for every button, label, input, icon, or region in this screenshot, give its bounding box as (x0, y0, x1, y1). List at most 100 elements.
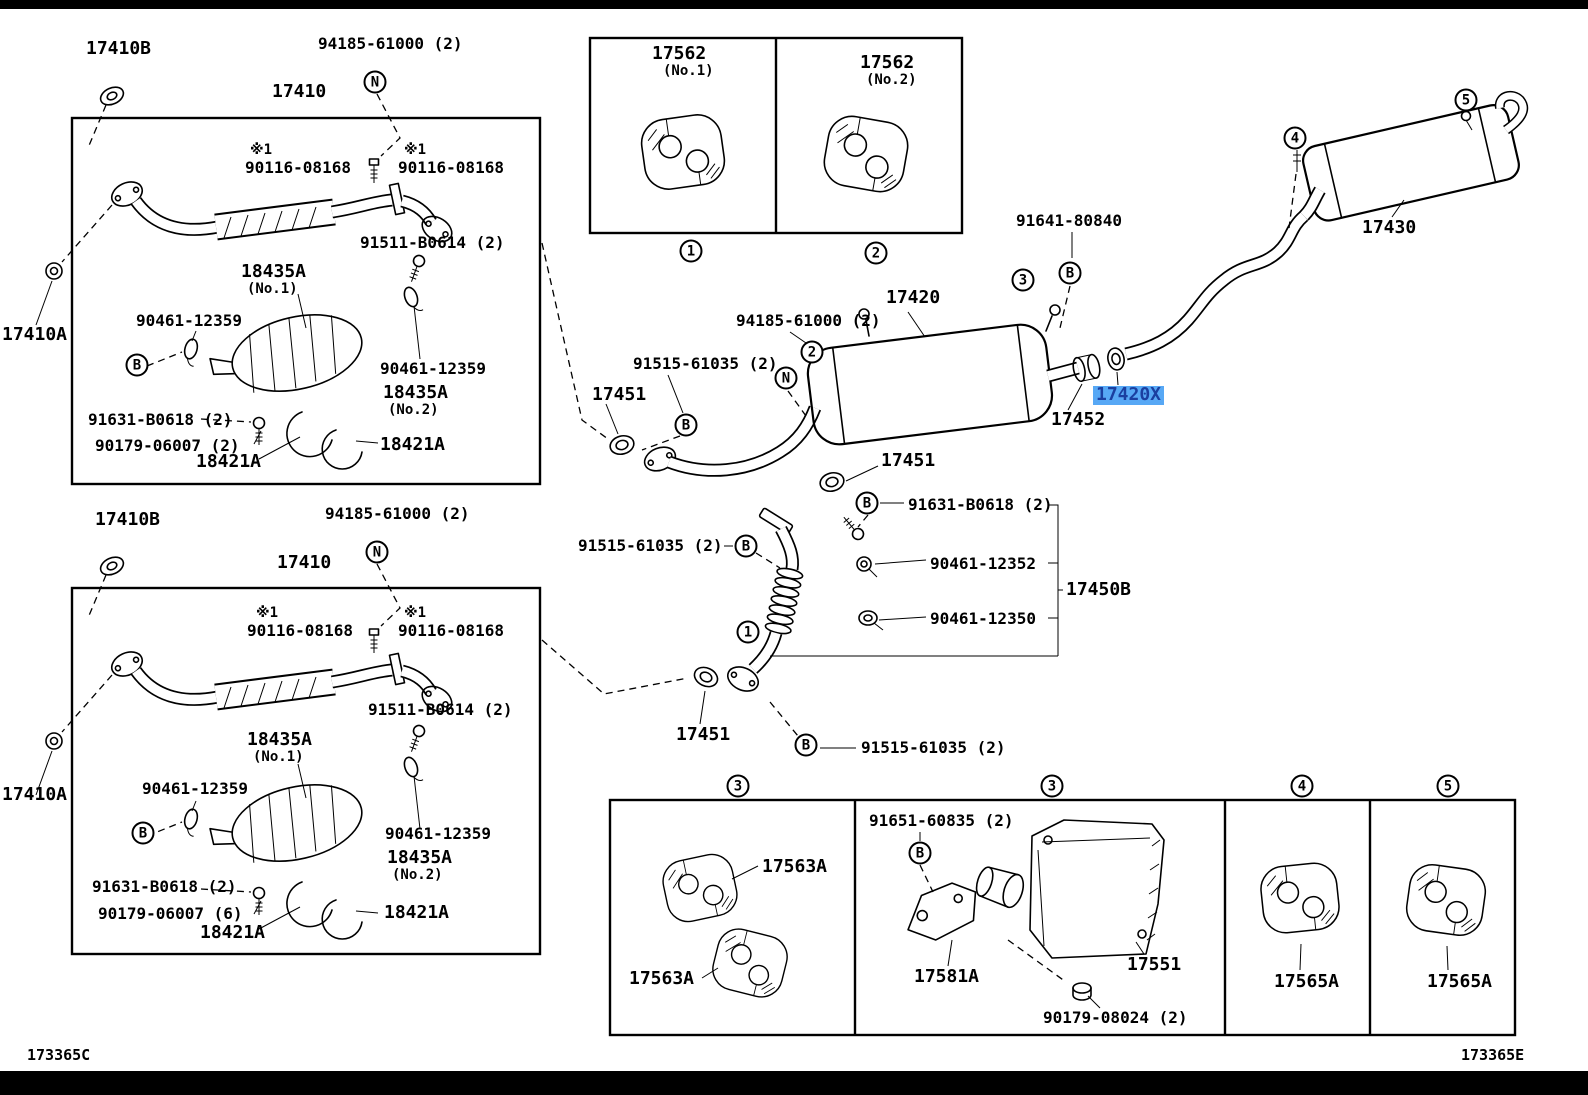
callout-letter-B: B (794, 733, 818, 757)
muffler-17430 (1302, 104, 1520, 222)
part-label-no-2: (No.2) (866, 72, 917, 88)
flex-bellows (764, 567, 804, 635)
part-label-91631-b0618-2: 91631-B0618 (2) (92, 877, 237, 896)
center-muffler-assembly (605, 232, 1125, 495)
callout-number-4: 4 (1283, 126, 1307, 150)
gasket-17451-bottom (690, 662, 722, 692)
part-label-17410a: 17410A (2, 324, 68, 345)
bottom-black-bar (0, 1071, 1588, 1095)
part-label-17410b: 17410B (95, 509, 161, 530)
part-label-17420: 17420 (886, 287, 941, 308)
callout-letter-B: B (908, 841, 932, 865)
part-label-1: ※1 (250, 142, 273, 158)
callout-number-4: 4 (1290, 774, 1314, 798)
part-label-17565a: 17565A (1427, 971, 1493, 992)
part-label-17562: 17562 (652, 43, 707, 64)
callout-number-3: 3 (726, 774, 750, 798)
part-label-17410a: 17410A (2, 784, 68, 805)
support-17452 (1072, 353, 1101, 383)
muffler-17420 (806, 323, 1054, 446)
part-label-90179-08024-2: 90179-08024 (2) (1043, 1008, 1188, 1027)
part-label-17451: 17451 (676, 724, 731, 745)
part-label-1: ※1 (404, 605, 427, 621)
part-label-90461-12359: 90461-12359 (380, 359, 486, 378)
center-pipe-17450B (690, 502, 1063, 749)
callout-letter-N: N (363, 70, 387, 94)
part-label-90116-08168: 90116-08168 (247, 621, 353, 640)
part-label-18435a: 18435A (247, 729, 313, 750)
heat-shield-17551 (1029, 819, 1165, 959)
part-label-91511-b0614-2: 91511-B0614 (2) (368, 700, 513, 719)
part-label-91515-61035-2: 91515-61035 (2) (861, 738, 1006, 757)
top-black-bar (0, 0, 1588, 9)
part-label-17450b: 17450B (1066, 579, 1132, 600)
callout-letter-B: B (674, 413, 698, 437)
callout-number-2: 2 (864, 241, 888, 265)
part-label-no-1: (No.1) (253, 749, 304, 765)
hanger-17562-no2 (819, 111, 913, 197)
hanger-17562-no1 (637, 110, 729, 194)
part-label-94185-61000-2: 94185-61000 (2) (318, 34, 463, 53)
drawing-code-left: 173365C (27, 1046, 91, 1064)
part-label-18435a: 18435A (383, 382, 449, 403)
part-label-90116-08168: 90116-08168 (398, 621, 504, 640)
callout-letter-N: N (365, 540, 389, 564)
part-label-91641-80840: 91641-80840 (1016, 211, 1122, 230)
part-label-94185-61000-2: 94185-61000 (2) (736, 311, 881, 330)
callout-letter-B: B (1058, 261, 1082, 285)
part-label-94185-61000-2: 94185-61000 (2) (325, 504, 470, 523)
gasket-17451-mid (817, 469, 847, 495)
part-label-90461-12352: 90461-12352 (930, 554, 1036, 573)
part-label-18421a: 18421A (380, 434, 446, 455)
part-label-91515-61035-2: 91515-61035 (2) (633, 354, 778, 373)
callout-number-3: 3 (1011, 268, 1035, 292)
callout-number-1: 1 (679, 239, 703, 263)
part-label-17451: 17451 (592, 384, 647, 405)
hanger-17563A-2 (707, 923, 793, 1003)
part-label-90116-08168: 90116-08168 (245, 158, 351, 177)
part-label-17565a: 17565A (1274, 971, 1340, 992)
part-label-17410: 17410 (272, 81, 327, 102)
part-label-90461-12359: 90461-12359 (142, 779, 248, 798)
callout-letter-B: B (125, 353, 149, 377)
callout-number-5: 5 (1436, 774, 1460, 798)
callout-number-5: 5 (1454, 88, 1478, 112)
nut-90179-08024 (1072, 982, 1092, 1001)
part-label-no-1: (No.1) (663, 63, 714, 79)
callout-letter-B: B (734, 534, 758, 558)
part-label-1: ※1 (256, 605, 279, 621)
callout-number-3: 3 (1040, 774, 1064, 798)
part-label-17430: 17430 (1362, 217, 1417, 238)
part-label-91651-60835-2: 91651-60835 (2) (869, 811, 1014, 830)
part-label-91631-b0618-2: 91631-B0618 (2) (908, 495, 1053, 514)
callout-number-2: 2 (800, 340, 824, 364)
part-label-90461-12350: 90461-12350 (930, 609, 1036, 628)
callout-number-1: 1 (736, 620, 760, 644)
part-label-no-2: (No.2) (392, 867, 443, 883)
part-label-91515-61035-2: 91515-61035 (2) (578, 536, 723, 555)
callout-letter-B: B (855, 491, 879, 515)
part-label-18421a: 18421A (200, 922, 266, 943)
part-label-90461-12359: 90461-12359 (136, 311, 242, 330)
part-label-90116-08168: 90116-08168 (398, 158, 504, 177)
drawing-code-right: 173365E (1461, 1046, 1525, 1064)
part-label-17452: 17452 (1051, 409, 1106, 430)
part-label-90179-06007-2: 90179-06007 (2) (95, 436, 240, 455)
bottom-parts-boxes (608, 798, 1517, 1037)
part-label-1: ※1 (404, 142, 427, 158)
part-label-90179-06007-6: 90179-06007 (6) (98, 904, 243, 923)
part-label-18435a: 18435A (387, 847, 453, 868)
hanger-17565A-1 (1257, 860, 1343, 936)
gasket-17451-left (607, 432, 637, 458)
part-label-91631-b0618-2: 91631-B0618 (2) (88, 410, 233, 429)
hanger-box-17562 (588, 36, 964, 235)
part-label-17410b: 17410B (86, 38, 152, 59)
part-label-17562: 17562 (860, 52, 915, 73)
hanger-17563A-1 (658, 849, 742, 927)
part-label-no-2: (No.2) (388, 402, 439, 418)
part-label-17410: 17410 (277, 552, 332, 573)
part-label-17451: 17451 (881, 450, 936, 471)
part-label-18435a: 18435A (241, 261, 307, 282)
